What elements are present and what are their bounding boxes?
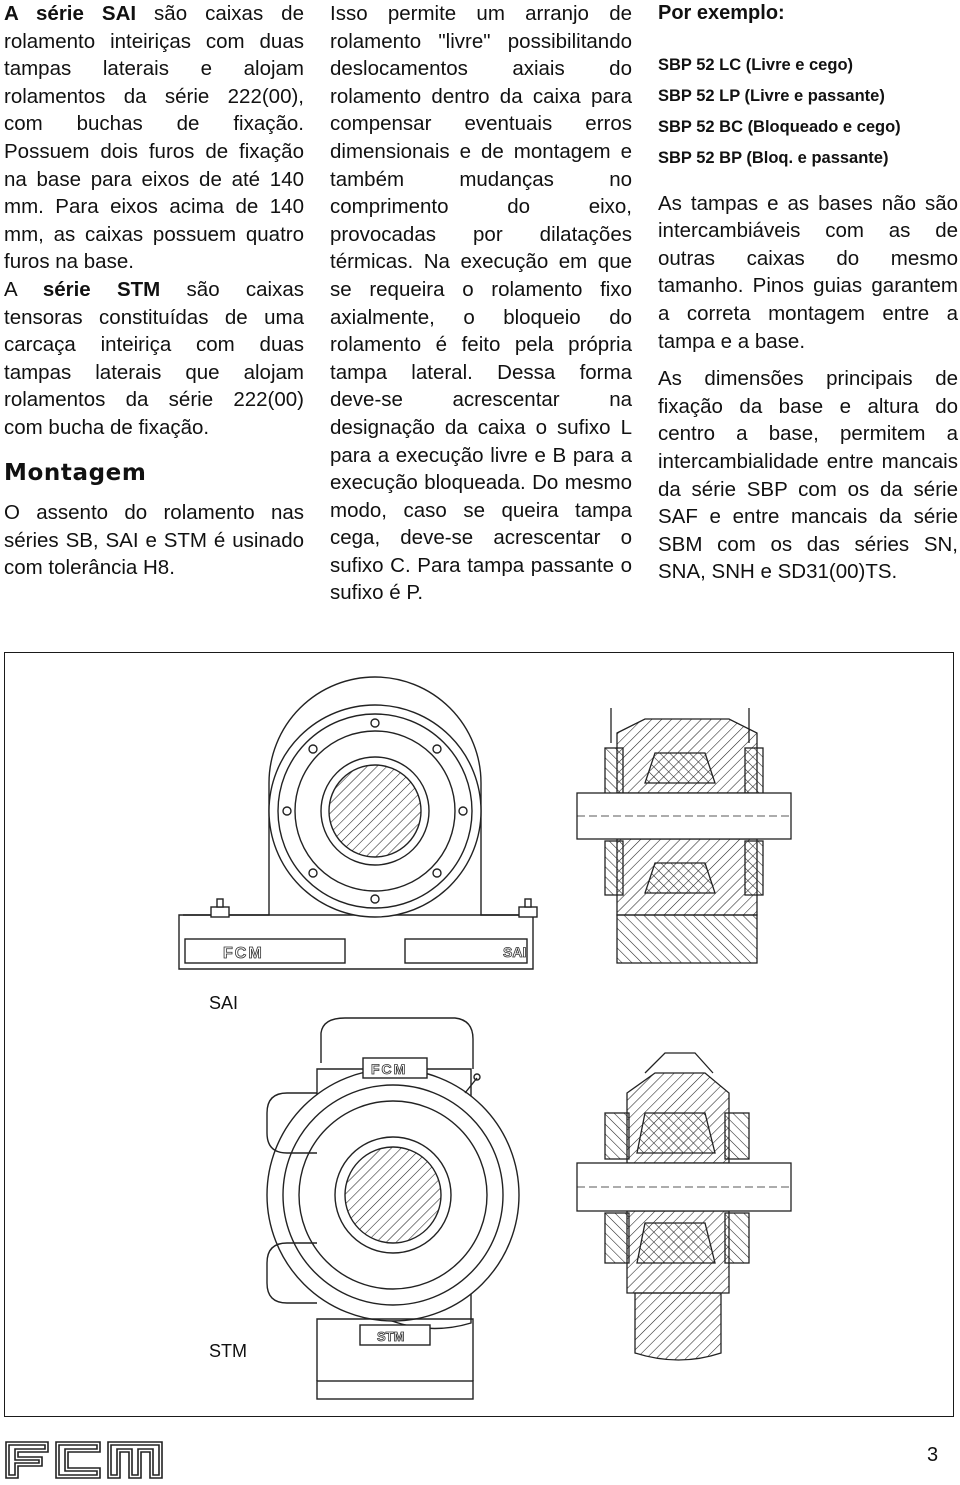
- column-2: Isso permite um arranjo de rolamento "li…: [330, 0, 632, 607]
- figure-box: FCM SAI: [4, 652, 954, 1417]
- stm-body-mark: STM: [377, 1329, 404, 1344]
- caption-sai: SAI: [209, 993, 239, 1013]
- paragraph-dimensoes: As dimensões principais de fixação da ba…: [658, 367, 958, 584]
- stm-series-name: série STM: [42, 277, 161, 301]
- sai-description: são caixas de rolamento inteiriças com d…: [4, 2, 304, 274]
- stm-lead-a: A: [4, 277, 43, 301]
- page-number: 3: [927, 1444, 939, 1466]
- paragraph-tampas: As tampas e as bases não são intercambiá…: [658, 191, 958, 353]
- sai-lead-a: A: [4, 2, 37, 25]
- sai-series-name: série SAI: [36, 2, 137, 25]
- paragraph-stm: A série STM são caixas tensoras constitu…: [4, 276, 304, 442]
- stm-body-logo: FCM: [371, 1061, 407, 1077]
- example-item: SBP 52 LP (Livre e passante): [658, 86, 885, 105]
- example-item: SBP 52 BP (Bloq. e passante): [658, 148, 889, 167]
- paragraph-arranjo: Isso permite um arranjo de rolamento "li…: [330, 2, 632, 605]
- column-3: Por exemplo: SBP 52 LC (Livre e cego) SB…: [658, 0, 958, 586]
- stm-front-view-drawing: [266, 1017, 520, 1400]
- sai-section-view-drawing: [576, 708, 792, 964]
- fcm-logo: [4, 1440, 164, 1485]
- sai-front-view-drawing: [178, 676, 538, 970]
- stm-section-view-drawing: [576, 1052, 792, 1361]
- caption-stm: STM: [209, 1341, 247, 1361]
- example-item: SBP 52 BC (Bloqueado e cego): [658, 117, 901, 136]
- section-heading-montagem: Montagem: [4, 459, 147, 486]
- sai-body-logo: FCM: [223, 945, 264, 962]
- paragraph-montagem: O assento do rolamento nas séries SB, SA…: [4, 501, 304, 580]
- example-item: SBP 52 LC (Livre e cego): [658, 55, 854, 74]
- stm-description: são caixas tensoras constituídas de uma …: [4, 277, 304, 439]
- examples-title: Por exemplo:: [658, 2, 785, 24]
- paragraph-sai: A série SAI são caixas de rolamento inte…: [4, 0, 304, 276]
- sai-body-mark: SAI: [503, 944, 526, 960]
- column-1: A série SAI são caixas de rolamento inte…: [4, 0, 304, 582]
